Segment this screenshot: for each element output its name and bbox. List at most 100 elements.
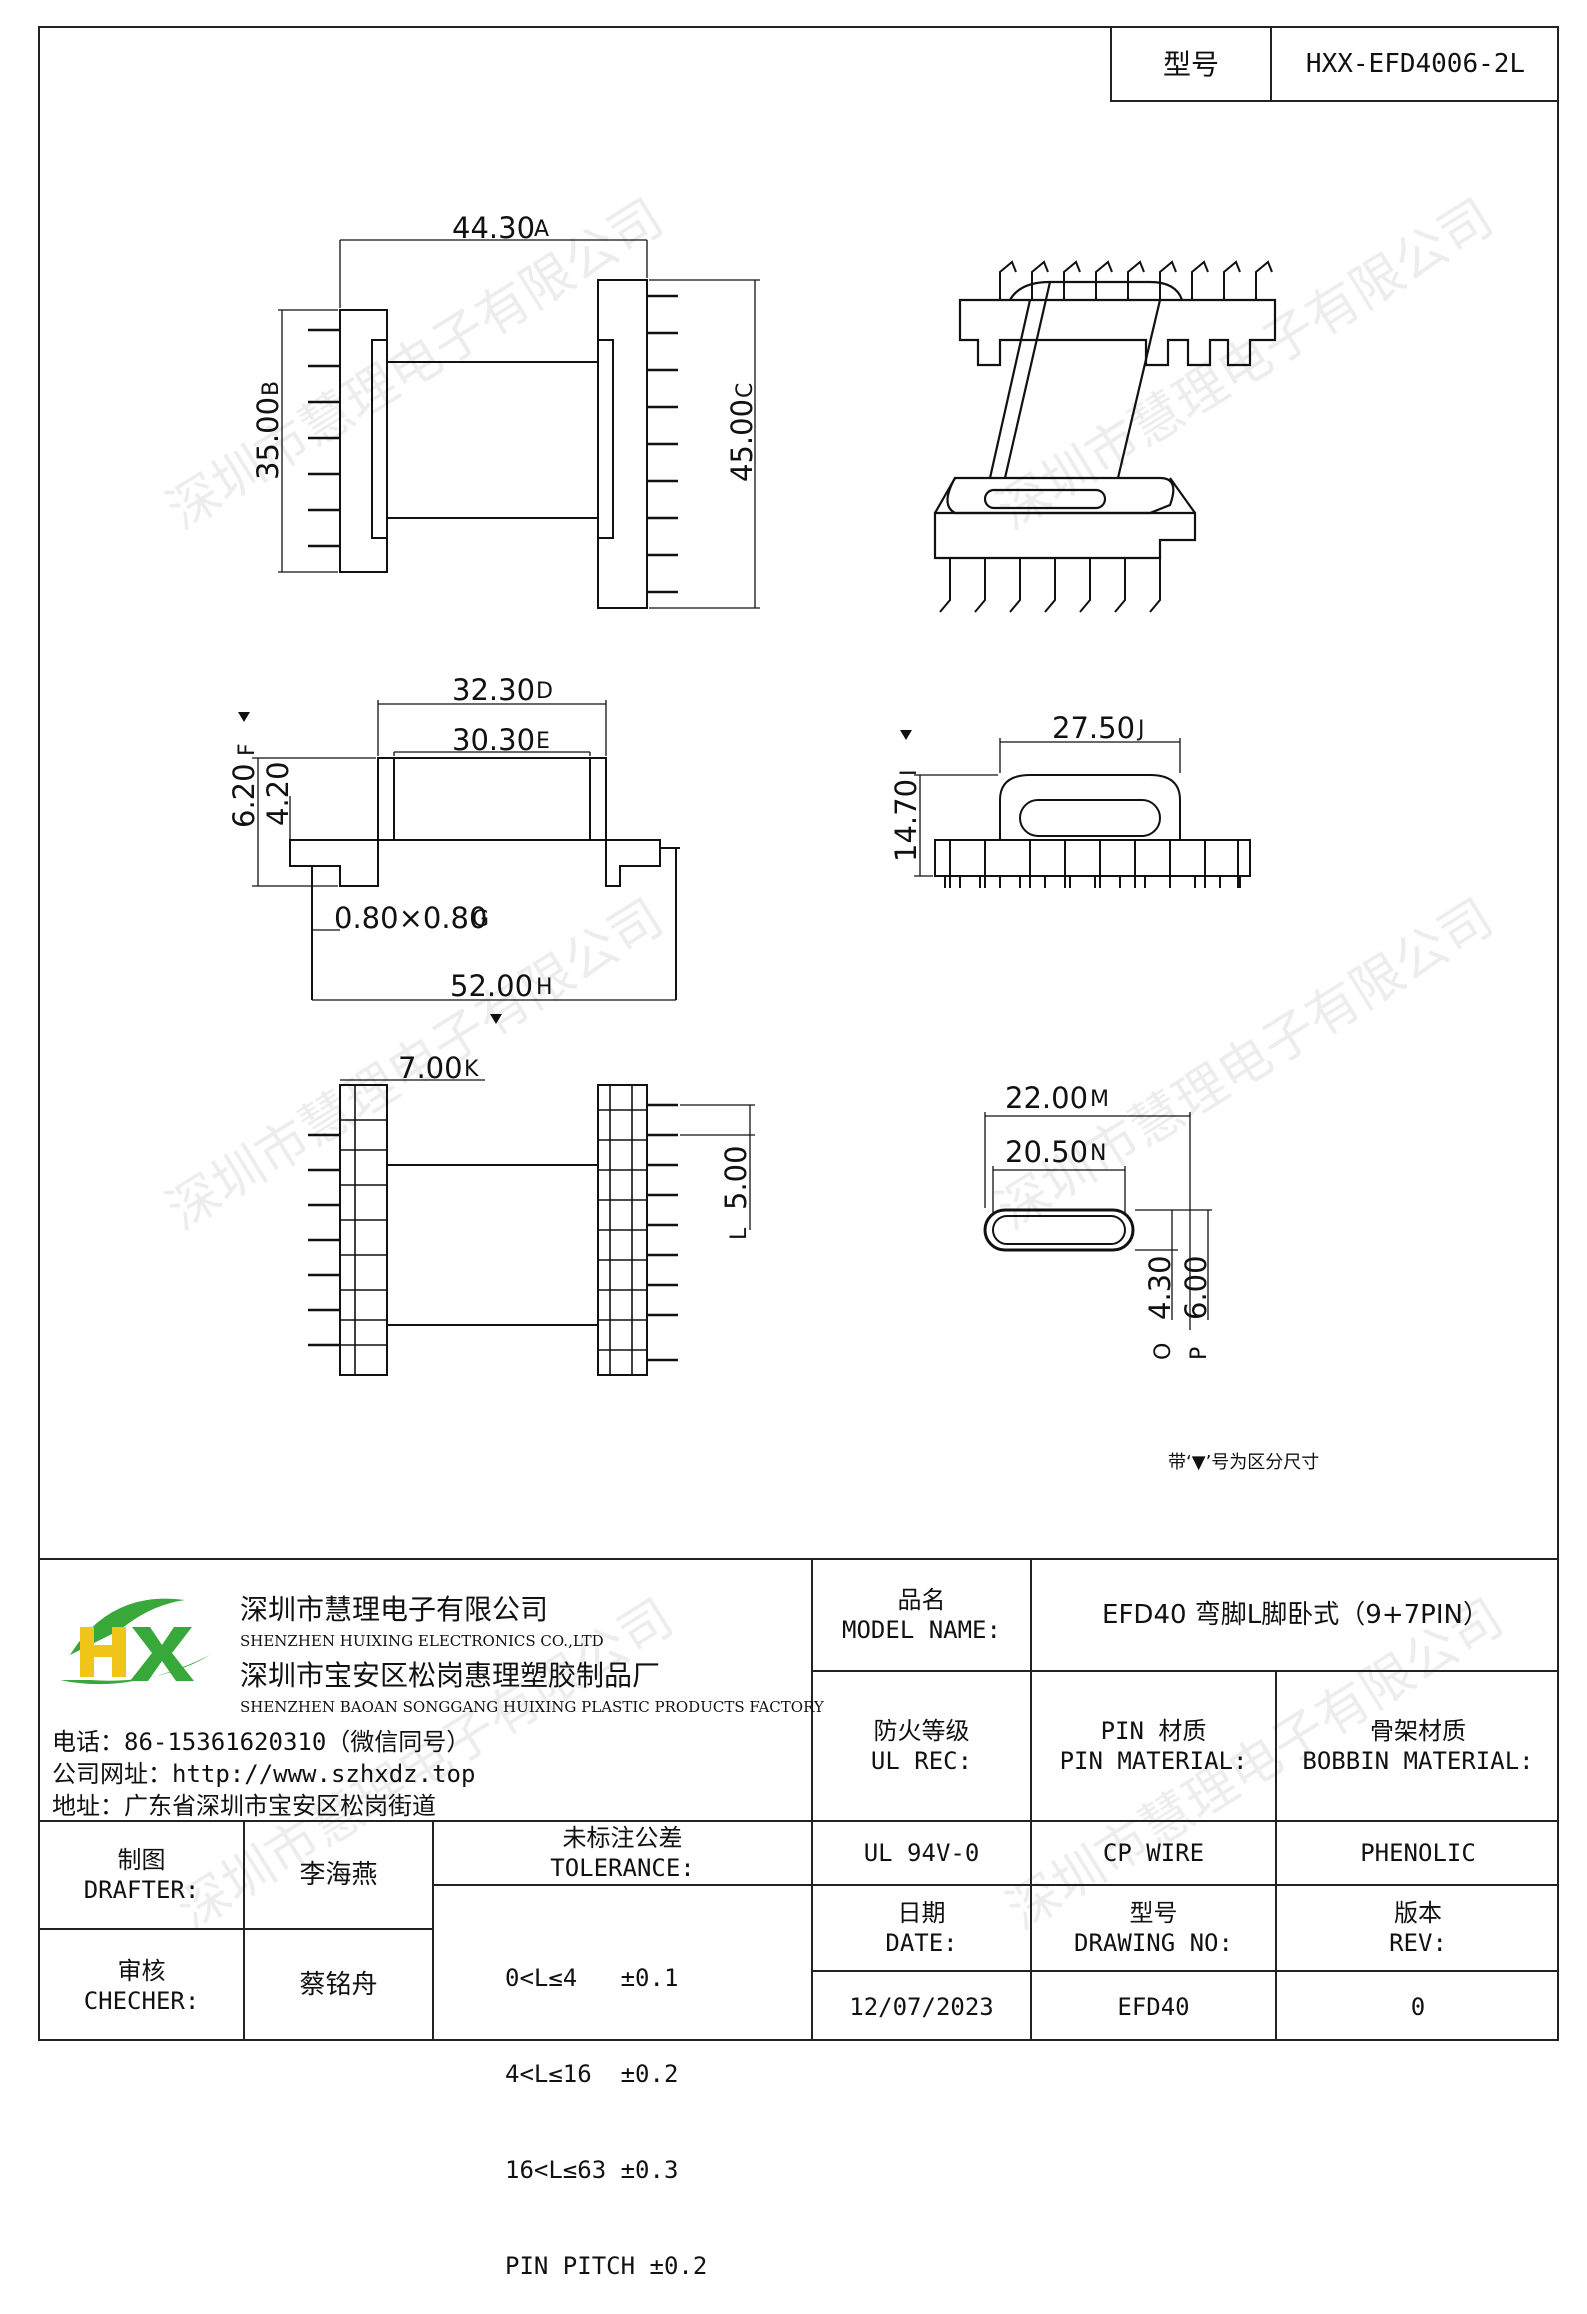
drafter-label: 制图 DRAFTER: [40,1822,243,1928]
model-name-en: MODEL NAME: [842,1616,1001,1644]
tolerance-cn: 未标注公差 [562,1824,683,1852]
dim-o-value: 4.30 [1143,1255,1177,1320]
dim-k-mark: K [464,1057,479,1082]
tb-line [243,1820,245,2041]
company-name-cn: 深圳市慧理电子有限公司 [240,1593,549,1626]
dim-c-mark: C [733,383,758,398]
header-model-label: 型号 [1162,47,1219,81]
dim-l-mark: L [727,1227,752,1240]
checker-cn: 审核 [117,1956,166,1985]
dim-j-mark: J [1136,717,1145,742]
checker-name: 蔡铭舟 [299,1970,378,2001]
ul-value: UL 94V-0 [863,1839,980,1867]
tb-line [811,1559,813,2041]
dim-f2-value: 4.20 [261,761,295,826]
side-view [238,700,680,1024]
title-block [38,1558,1559,1560]
tolerance-row: PIN PITCH ±0.2 [505,2252,708,2280]
rev-cn: 版本 [1394,1899,1442,1927]
technical-drawing: 44.30 A 32.30 D 30.30 E 0.80×0.80 G 52.0… [227,211,1319,1473]
drawing-no-cn: 型号 [1129,1899,1178,1927]
dim-o-mark: O [1151,1343,1176,1360]
dim-b-value: 35.00 [251,397,285,480]
tolerance-en: TOLERANCE: [550,1854,695,1882]
dim-k-value: 7.00 [398,1051,463,1085]
dim-i-mark: I [897,770,922,777]
factory-name-cn: 深圳市宝安区松岗惠理塑胶制品厂 [240,1659,661,1692]
company-address: 地址：广东省深圳市宝安区松岗街道 [52,1792,436,1820]
dim-a-value: 44.30 [452,211,535,245]
dim-e-value: 30.30 [452,723,535,757]
drawing-no-en: DRAWING NO: [1074,1929,1233,1957]
dim-b-mark: B [259,381,284,396]
dim-a-mark: A [534,217,549,242]
tolerance-row: 0<L≤4 ±0.1 [505,1964,679,1992]
tb-line [432,1884,811,1886]
drafter-en: DRAFTER: [83,1876,200,1904]
pin-material-cn: PIN 材质 [1100,1717,1207,1745]
checker-label: 审核 CHECHER: [40,1930,243,2041]
dim-n-mark: N [1090,1141,1106,1166]
rev-label: 版本 REV: [1277,1886,1559,1970]
tb-line [38,1820,1559,1822]
dim-n-value: 20.50 [1005,1135,1088,1169]
drawing-no-label: 型号 DRAWING NO: [1032,1886,1275,1970]
tolerance-label: 未标注公差 TOLERANCE: [434,1822,811,1884]
pin-material-label: PIN 材质 PIN MATERIAL: [1032,1672,1275,1820]
ul-rec-en: UL REC: [870,1747,973,1775]
date-value: 12/07/2023 [849,1992,994,2021]
pin-material-value: CP WIRE [1102,1839,1205,1867]
date-en: DATE: [885,1929,958,1957]
bottom-view [308,1079,755,1376]
dim-g-mark: G [472,907,489,932]
drawing-frame [38,26,1559,2041]
dim-p-value: 6.00 [1179,1255,1213,1320]
dim-d-mark: D [536,679,553,704]
dim-i-value: 14.70 [889,779,923,862]
company-phone: 电话：86-15361620310（微信同号） [52,1728,471,1756]
dim-g-value: 0.80×0.80 [334,901,487,935]
bobbin-material-cn: 骨架材质 [1370,1717,1466,1745]
tb-line [811,1884,1559,1886]
section-view [983,1112,1212,1330]
drawing-no-value: EFD40 [1117,1992,1190,2021]
tolerance-row: 16<L≤63 ±0.3 [505,2156,679,2184]
header-divider [1270,26,1272,102]
model-name-cn: 品名 [897,1586,946,1614]
dim-c-value: 45.00 [725,399,759,482]
dim-h-value: 52.00 [450,969,533,1003]
company-website: 公司网址：http://www.szhxdz.top [52,1760,476,1788]
header-model-box [1110,26,1559,102]
dim-f-mark: F [235,743,260,756]
end-view [900,730,1251,888]
drafter-name: 李海燕 [299,1859,378,1890]
tb-line [811,1670,1559,1672]
ul-rec-cn: 防火等级 [873,1717,970,1745]
top-view [278,239,760,609]
dim-h-mark: H [536,975,553,1000]
dim-m-value: 22.00 [1005,1081,1088,1115]
dim-f-value: 6.20 [227,763,261,828]
rev-value: 0 [1410,1992,1426,2021]
pin-material-en: PIN MATERIAL: [1059,1747,1248,1775]
model-name-value: EFD40 弯脚L脚卧式（9+7PIN） [1102,1599,1489,1630]
tb-line [811,1970,1559,1972]
bobbin-material-value: PHENOLIC [1360,1839,1476,1867]
bobbin-material-en: BOBBIN MATERIAL: [1302,1747,1534,1775]
dim-d-value: 32.30 [452,673,535,707]
bobbin-material-label: 骨架材质 BOBBIN MATERIAL: [1277,1672,1559,1820]
tb-line [38,1928,433,1930]
tb-line [432,1820,434,2041]
isometric-view [933,260,1277,613]
ul-rec-label: 防火等级 UL REC: [813,1672,1030,1820]
tb-line [1030,1559,1032,2041]
model-name-label: 品名 MODEL NAME: [813,1560,1030,1670]
drafter-cn: 制图 [117,1846,166,1874]
checker-en: CHECHER: [83,1986,200,2015]
date-label: 日期 DATE: [813,1886,1030,1970]
dim-p-mark: P [1187,1347,1212,1360]
tolerance-table: 0<L≤4 ±0.1 4<L≤16 ±0.2 16<L≤63 ±0.3 PIN … [505,1898,707,2314]
note-text: 带‘▼’号为区分尺寸 [1168,1452,1319,1473]
dim-m-mark: M [1090,1087,1109,1112]
dim-e-mark: E [536,729,550,754]
